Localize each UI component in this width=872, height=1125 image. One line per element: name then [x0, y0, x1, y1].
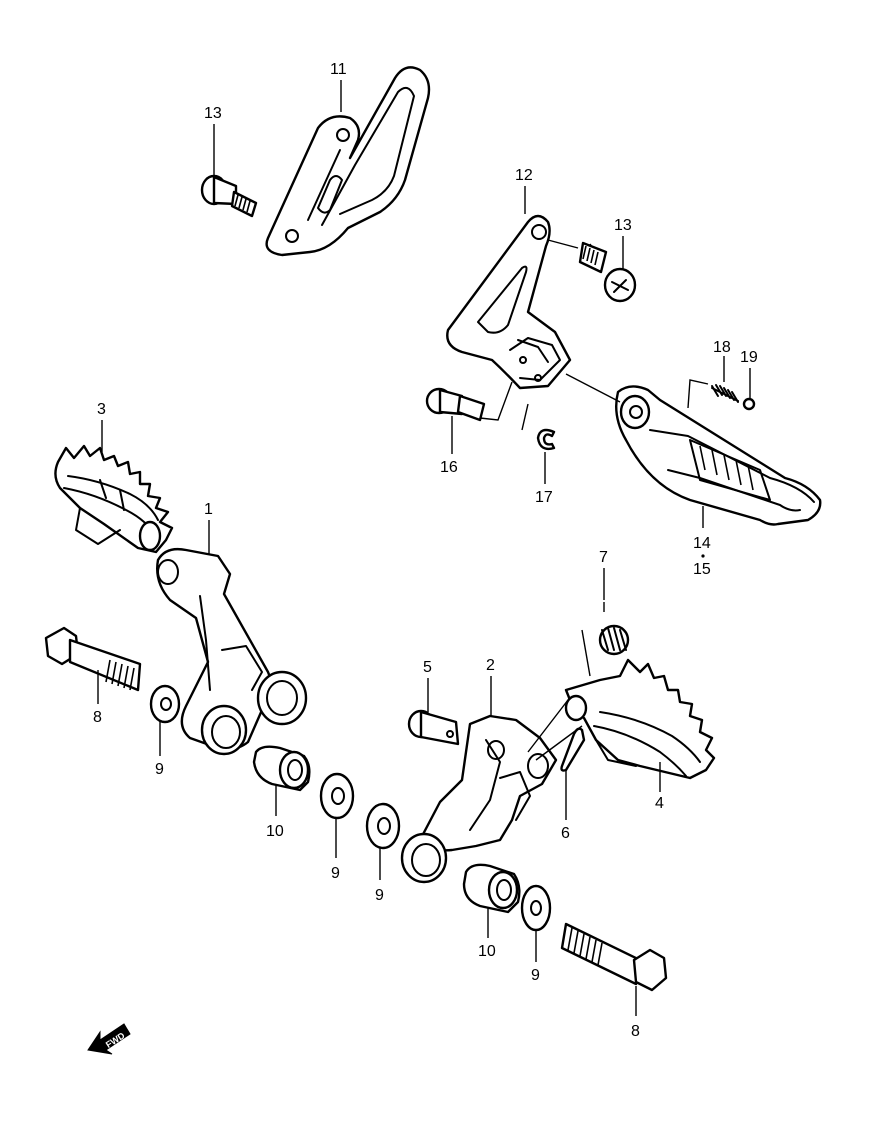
part-16-pin: [425, 387, 486, 422]
callout-2: 2: [486, 657, 495, 674]
part-3-footpeg-left: [54, 444, 174, 554]
fwd-arrow-icon: [87, 1023, 131, 1055]
callout-14: 14: [693, 535, 711, 552]
part-14-footpeg-right: [615, 385, 822, 526]
callout-8-right: 8: [631, 1023, 640, 1040]
part-10-bushing-left: [252, 745, 311, 792]
callout-8-left: 8: [93, 709, 102, 726]
part-5-pin: [407, 709, 460, 746]
callout-separator-dot: [701, 554, 705, 558]
part-13-bolt-right: [578, 241, 637, 303]
part-9-washer-right-b: [520, 884, 552, 932]
part-10-bushing-right: [462, 863, 521, 914]
callout-11: 11: [330, 61, 347, 78]
callout-13-right: 13: [614, 217, 632, 234]
part-11-heel-guard: [265, 66, 431, 257]
part-2-bracket-right: [400, 714, 558, 884]
part-19-ball: [742, 397, 756, 411]
part-4-footpeg-bottom: [564, 658, 716, 780]
callout-15: 15: [693, 561, 711, 578]
callout-1: 1: [204, 501, 213, 518]
fwd-arrow: FWD: [87, 1023, 131, 1055]
callout-9-left-a: 9: [155, 761, 164, 778]
callout-4: 4: [655, 795, 664, 812]
leader-lines: [97, 80, 751, 1016]
callout-10-left: 10: [266, 823, 284, 840]
callout-5: 5: [423, 659, 432, 676]
callout-6: 6: [561, 825, 570, 842]
callout-19: 19: [740, 349, 758, 366]
part-7-spring: [598, 624, 630, 656]
part-18-spring: [711, 384, 739, 403]
callout-9-right-b: 9: [531, 967, 540, 984]
callout-13-upper: 13: [204, 105, 222, 122]
callout-17: 17: [535, 489, 553, 506]
callout-18: 18: [713, 339, 731, 356]
callout-12: 12: [515, 167, 533, 184]
callouts: 11 13 12 13 18 19 16 17 14 15 3 1 8 9 10…: [93, 61, 758, 1040]
callout-9-right-a: 9: [375, 887, 384, 904]
callout-3: 3: [97, 401, 106, 418]
part-9-washer-left-b: [319, 772, 355, 820]
part-6-cotter-pin: [560, 727, 586, 772]
callout-7: 7: [599, 549, 608, 566]
part-8-bolt-left: [44, 626, 142, 692]
callout-16: 16: [440, 459, 458, 476]
part-13-bolt-upper: [200, 174, 258, 218]
part-9-washer-right-a: [365, 802, 401, 850]
callout-9-left-b: 9: [331, 865, 340, 882]
part-8-bolt-right: [560, 922, 668, 992]
part-1-bracket-left: [156, 547, 308, 756]
part-12-bracket: [446, 214, 572, 390]
part-17-e-clip: [536, 428, 556, 451]
callout-10-right: 10: [478, 943, 496, 960]
part-9-washer-left-a: [149, 684, 181, 724]
